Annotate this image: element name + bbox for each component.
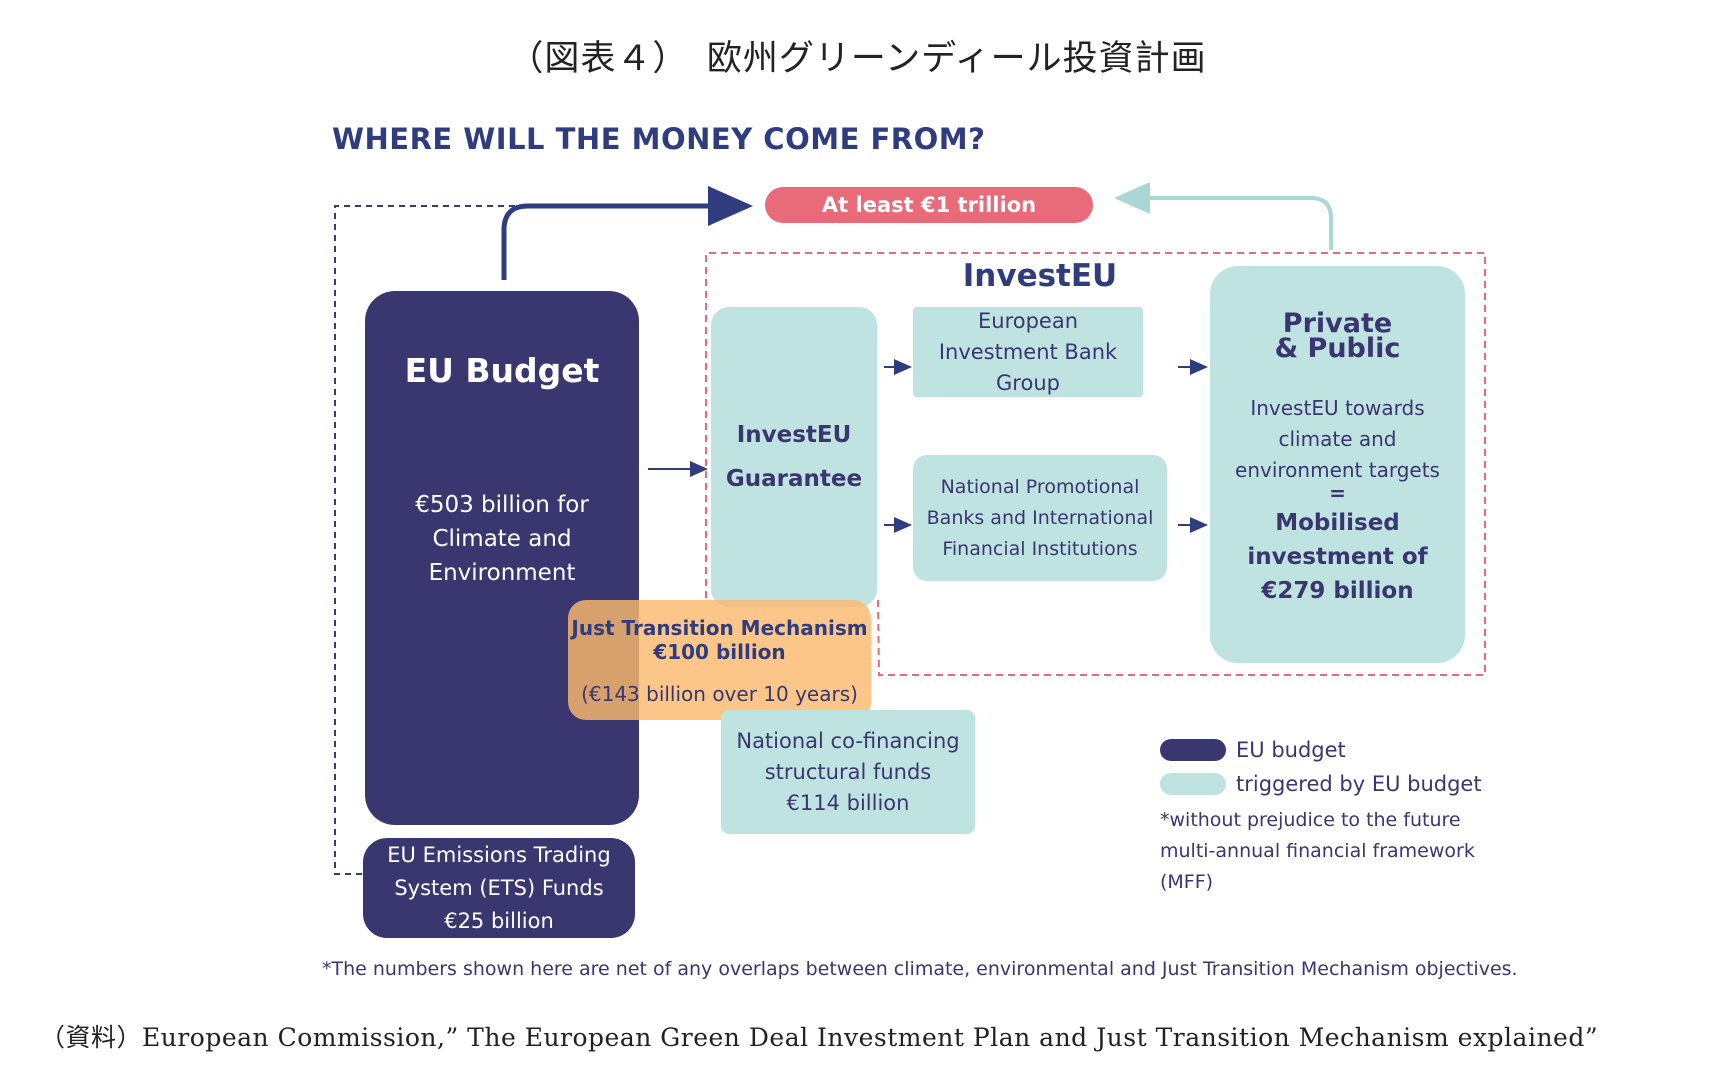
ncf-text: National co-financing structural funds €… [736, 728, 960, 815]
mobilised-investment: Mobilised investment of €279 billion [1247, 510, 1428, 604]
jtm-amount: €100 billion [653, 640, 786, 664]
just-transition-mechanism-box: Just Transition Mechanism €100 billion (… [568, 600, 871, 720]
eib-group-box: European Investment Bank Group [913, 307, 1143, 397]
eib-text: European Investment Bank Group [938, 308, 1118, 395]
eu-budget-title: EU Budget [404, 351, 600, 390]
legend-swatch-teal [1160, 773, 1226, 795]
legend-label: triggered by EU budget [1236, 772, 1482, 796]
legend-item-triggered: triggered by EU budget [1160, 767, 1482, 801]
national-cofinancing-box: National co-financing structural funds €… [721, 710, 975, 834]
private-title-line1: Private [1282, 308, 1393, 339]
equals-sign: = [1329, 481, 1346, 505]
private-public-box: Private & Public InvestEU towards climat… [1210, 266, 1465, 663]
total-investment-pill: At least €1 trillion [765, 187, 1093, 223]
npb-text: National Promotional Banks and Internati… [926, 475, 1154, 560]
private-title-line2: & Public [1274, 333, 1401, 364]
private-public-title: Private & Public [1274, 308, 1401, 364]
legend-label: EU budget [1236, 738, 1346, 762]
ets-dashed-link [334, 205, 520, 875]
national-promotional-banks-box: National Promotional Banks and Internati… [913, 455, 1167, 581]
legend: EU budget triggered by EU budget [1160, 733, 1482, 801]
headline: WHERE WILL THE MONEY COME FROM? [332, 122, 986, 156]
figure-title: （図表４） 欧州グリーンディール投資計画 [508, 39, 1207, 79]
guarantee-text: InvestEU Guarantee [725, 422, 863, 492]
legend-item-eu-budget: EU budget [1160, 733, 1482, 767]
investeu-label: InvestEU [962, 258, 1118, 294]
investeu-guarantee-box: InvestEU Guarantee [711, 307, 877, 607]
private-public-desc: InvestEU towards climate and environment… [1235, 396, 1440, 482]
jtm-title: Just Transition Mechanism [571, 616, 868, 640]
mff-note: *without prejudice to the future multi-a… [1160, 809, 1475, 893]
ets-funds-box: EU Emissions Trading System (ETS) Funds … [363, 838, 635, 938]
private-to-total-arrow [1114, 182, 1333, 250]
eu-budget-box: EU Budget €503 billion for Climate and E… [365, 291, 639, 825]
jtm-detail: (€143 billion over 10 years) [581, 682, 858, 706]
eu-budget-desc: €503 billion for Climate and Environment [415, 492, 589, 586]
investeu-frame [705, 252, 1486, 676]
jtm-heading: Just Transition Mechanism €100 billion [571, 616, 867, 664]
footnote: *The numbers shown here are net of any o… [322, 958, 1518, 980]
legend-swatch-navy [1160, 739, 1226, 761]
eu-budget-to-total-arrow [501, 186, 753, 280]
source-citation: （資料）European Commission,” The European G… [40, 1023, 1599, 1052]
